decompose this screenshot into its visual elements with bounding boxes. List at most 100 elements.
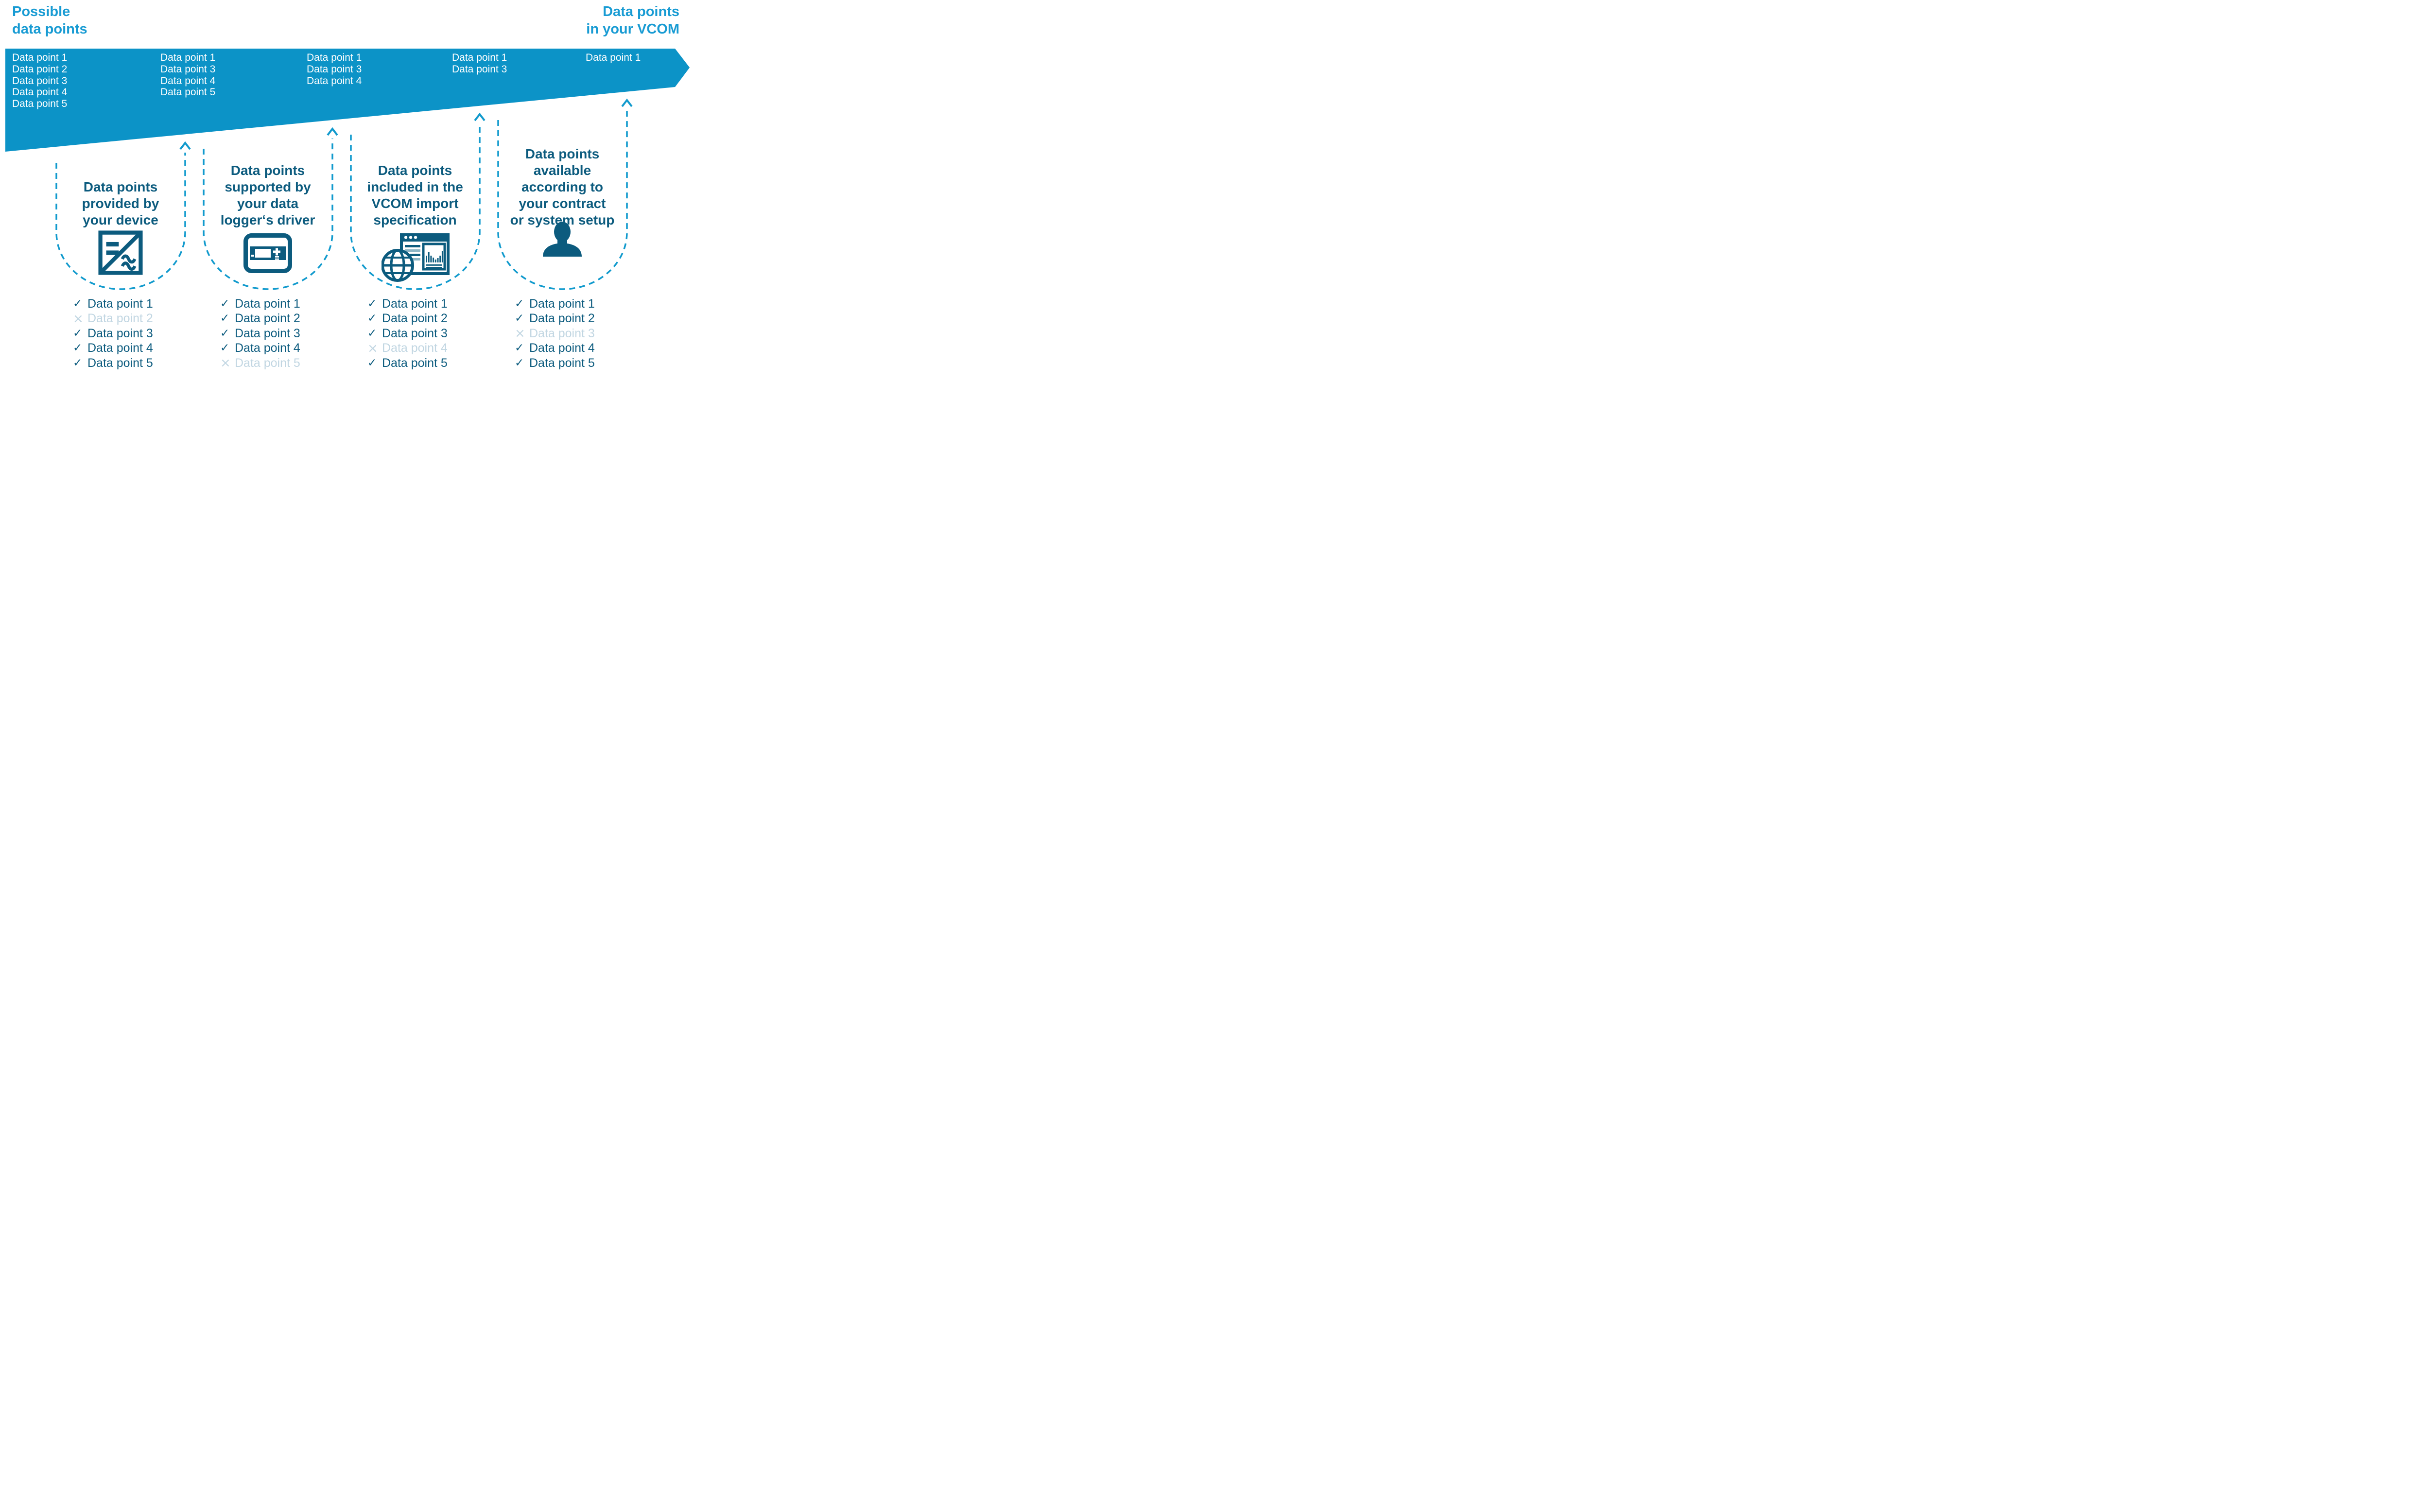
bucket-title-vcom-import: Data points included in the VCOM import … [337,162,493,228]
bucket-title-logger-driver: Data points supported by your data logge… [190,162,346,228]
band-column-5: Data point 1 [586,52,641,64]
checklist-vcom-import: ✓Data point 1 ✓Data point 2 ✓Data point … [367,296,465,371]
checklist-item: ✓ Data point 1 [220,296,317,312]
title-line: Data points [83,179,158,194]
title-line: supported by [225,179,311,194]
band-item: Data point 4 [12,87,68,98]
cross-icon: × [515,326,525,341]
checklist-item: ✓Data point 4 [220,341,317,356]
bucket-title-device: Data points provided by your device [43,179,198,228]
checklist-label: Data point 3 [529,326,595,340]
band-item: Data point 3 [307,63,362,75]
band-item: Data point 4 [307,75,362,87]
band-item: Data point 1 [12,52,68,63]
checklist-label: Data point 2 [529,312,595,326]
checklist-label: Data point 5 [87,356,153,370]
checklist-label: Data point 2 [87,312,153,326]
checklist-item: ✓ Data point 3 [220,326,317,341]
headline-line: Data points [603,4,679,19]
title-line: specification [373,212,457,227]
band-item: Data point 3 [12,75,68,87]
checklist-item: ✓Data point 2 [515,312,612,327]
checklist-label: Data point 2 [235,312,300,326]
headline-data-points-in-vcom: Data points in your VCOM [586,3,679,38]
headline-line: in your VCOM [586,21,679,37]
checklist-item: ✓Data point 2 [220,312,317,327]
funnel-outline-2 [203,139,333,290]
check-icon: ✓ [367,327,377,340]
band-column-4: Data point 1 Data point 3 [452,52,507,75]
band-column-1: Data point 1 Data point 2 Data point 3 D… [12,52,67,110]
check-icon: ✓ [220,297,230,310]
checklist-label: Data point 5 [382,356,448,370]
checklist-item: ✓ Data point 1 [515,296,612,312]
check-icon: ✓ [367,312,377,325]
funnel-outline-4 [497,110,628,290]
checklist-logger-driver: ✓Data point 1 ✓Data point 2 ✓Data point … [220,296,317,371]
checklist-label: Data point 5 [235,356,300,370]
check-icon: ✓ [220,327,230,340]
band-item: Data point 2 [12,63,68,75]
checklist-label: Data point 4 [87,341,153,355]
check-icon: ✓ [73,342,83,355]
title-line: available [533,163,591,178]
cross-icon: × [73,311,84,326]
checklist-label: Data point 1 [87,296,153,311]
title-line: your data [237,196,299,211]
band-item: Data point 5 [12,98,68,110]
checklist-item: ✓ Data point 4 [73,341,170,356]
checklist-label: Data point 2 [382,312,448,326]
checklist-item: × Data point 3 [515,326,612,341]
check-icon: ✓ [73,327,83,340]
check-icon: ✓ [515,356,524,369]
checklist-label: Data point 3 [87,326,153,340]
check-icon: ✓ [220,342,230,355]
checklist-item: ✓Data point 1 [367,296,465,312]
check-icon: ✓ [73,356,83,369]
headline-line: Possible [12,4,70,19]
checklist-item: ✓Data point 5 [367,356,465,371]
checklist-label: Data point 3 [235,326,300,340]
title-line: VCOM import [371,196,459,211]
inverter-icon [98,230,143,275]
bucket-title-contract: Data points available according to your … [485,146,640,228]
data-logger-icon [243,233,292,273]
checklist-item: ×Data point 2 [73,312,170,327]
headline-possible-data-points: Possible data points [12,3,87,38]
title-line: your device [83,212,158,227]
title-line: logger‘s driver [220,212,315,227]
checklist-device: ✓ Data point 1 ×Data point 2 ✓ Data point … [73,296,170,371]
check-icon: ✓ [73,297,83,310]
title-line: your contract [519,196,606,211]
check-icon: ✓ [515,297,524,310]
band-item: Data point 4 [160,75,216,87]
band-item: Data point 3 [452,63,507,75]
checklist-item: ✓Data point 4 [515,341,612,356]
title-line: Data points [230,163,305,178]
funnel-outline-1 [55,153,186,290]
title-line: according to [521,179,603,194]
checklist-item: ✓ Data point 5 [73,356,170,371]
headline-line: data points [12,21,87,37]
checklist-label: Data point 1 [235,296,300,311]
checklist-label: Data point 1 [529,296,595,311]
arrow-up-icon [621,98,633,107]
infographic-page: Possible data points Data points in your… [0,0,692,378]
vcom-import-icon [382,233,450,282]
checklist-item: ✓ Data point 5 [515,356,612,371]
title-line: Data points [378,163,452,178]
band-item: Data point 1 [307,52,362,63]
checklist-label: Data point 3 [382,326,448,340]
person-icon [543,222,582,257]
arrow-up-icon [179,141,191,150]
arrow-up-icon [327,127,338,136]
checklist-label: Data point 4 [529,341,595,355]
funnel-vector-layer [5,49,690,290]
band-item: Data point 1 [586,52,641,63]
band-item: Data point 1 [452,52,507,63]
checklist-item: ×Data point 4 [367,341,465,356]
checklist-item: ✓ Data point 3 [73,326,170,341]
checklist-label: Data point 5 [529,356,595,370]
checklist-item: ✓ Data point 1 [73,296,170,312]
title-line: provided by [82,196,159,211]
